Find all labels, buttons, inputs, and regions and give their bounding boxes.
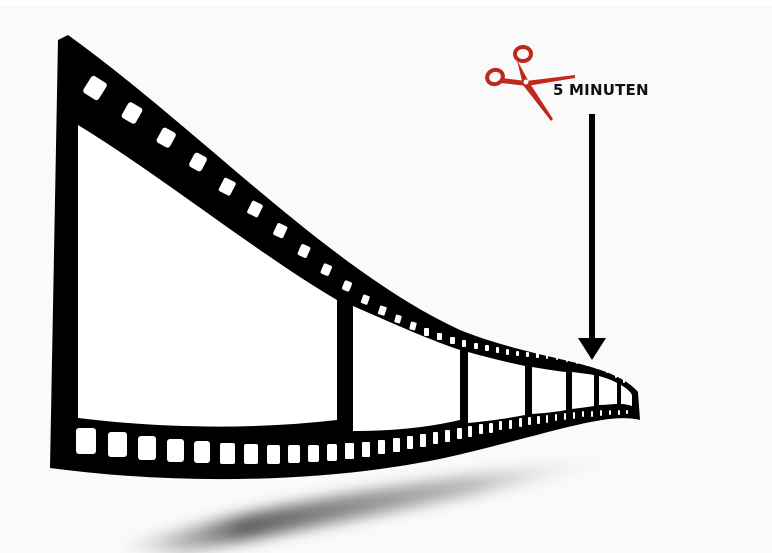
sprocket-hole bbox=[244, 444, 258, 464]
sprocket-hole bbox=[327, 444, 337, 461]
sprocket-hole bbox=[618, 410, 620, 415]
sprocket-hole bbox=[450, 337, 455, 344]
sprocket-hole bbox=[499, 421, 502, 430]
sprocket-hole bbox=[393, 438, 400, 452]
sprocket-hole bbox=[576, 359, 578, 364]
sprocket-hole bbox=[468, 426, 472, 437]
sprocket-hole bbox=[573, 412, 575, 419]
sprocket-hole bbox=[496, 347, 499, 353]
film-frame-5 bbox=[572, 372, 594, 409]
film-frame-4 bbox=[532, 367, 566, 414]
sprocket-hole bbox=[489, 423, 493, 433]
sprocket-hole bbox=[546, 354, 548, 359]
sprocket-hole bbox=[566, 357, 568, 362]
sprocket-hole bbox=[308, 445, 319, 462]
sprocket-hole bbox=[457, 428, 462, 439]
sprocket-hole bbox=[194, 441, 210, 463]
sprocket-hole bbox=[424, 328, 429, 336]
sprocket-hole bbox=[485, 345, 489, 351]
sprocket-hole bbox=[378, 440, 385, 454]
sprocket-hole bbox=[536, 353, 539, 358]
sprocket-hole bbox=[420, 434, 426, 447]
sprocket-hole bbox=[220, 443, 235, 464]
sprocket-hole bbox=[623, 379, 625, 383]
sprocket-hole bbox=[537, 416, 540, 424]
sprocket-hole bbox=[526, 352, 529, 357]
sprocket-hole bbox=[615, 373, 617, 378]
sprocket-hole bbox=[606, 368, 608, 373]
sprocket-hole bbox=[479, 424, 483, 434]
sprocket-hole bbox=[609, 410, 611, 415]
sprocket-hole bbox=[582, 411, 584, 417]
sprocket-hole bbox=[516, 351, 519, 356]
sprocket-hole bbox=[138, 436, 156, 460]
sprocket-hole bbox=[345, 443, 354, 459]
sprocket-hole bbox=[474, 343, 478, 349]
sprocket-hole bbox=[556, 355, 558, 360]
sprocket-hole bbox=[362, 442, 370, 457]
down-arrow-icon bbox=[578, 114, 606, 360]
sprocket-hole bbox=[626, 410, 628, 414]
sprocket-hole bbox=[288, 445, 300, 463]
sprocket-hole bbox=[591, 411, 593, 417]
sprocket-hole bbox=[519, 418, 522, 427]
sprocket-hole bbox=[509, 420, 512, 429]
sprocket-hole bbox=[108, 432, 127, 457]
sprocket-hole bbox=[407, 436, 413, 449]
sprocket-hole bbox=[445, 430, 450, 442]
sprocket-hole bbox=[546, 415, 548, 423]
sprocket-hole bbox=[76, 428, 96, 454]
sprocket-hole bbox=[506, 349, 509, 355]
sprocket-hole bbox=[167, 439, 184, 462]
sprocket-hole bbox=[267, 445, 280, 464]
sprocket-hole bbox=[555, 414, 557, 421]
sprocket-hole bbox=[528, 417, 531, 425]
sprocket-hole bbox=[433, 432, 438, 444]
sprocket-hole bbox=[462, 340, 466, 347]
sprocket-hole bbox=[586, 361, 588, 366]
sprocket-hole bbox=[564, 413, 566, 420]
sprocket-hole bbox=[437, 333, 442, 340]
duration-label: 5 MINUTEN bbox=[553, 83, 649, 98]
sprocket-hole bbox=[596, 364, 598, 369]
sprocket-hole bbox=[600, 410, 602, 416]
